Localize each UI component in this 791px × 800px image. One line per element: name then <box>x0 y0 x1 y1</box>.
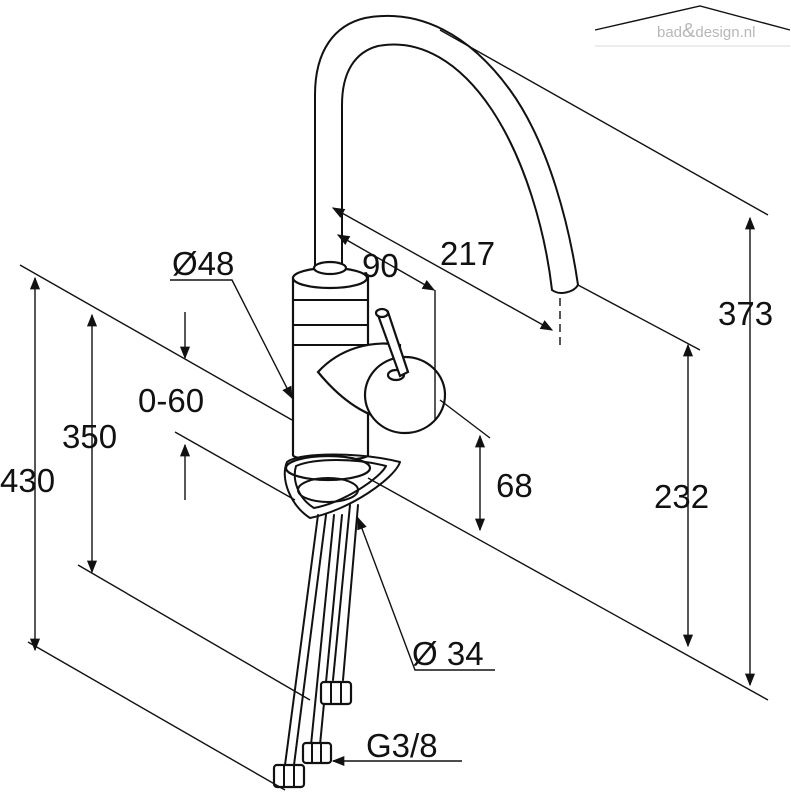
faucet-lever <box>316 307 447 435</box>
faucet-base <box>283 453 401 519</box>
label-hose-length-long: 430 <box>0 462 55 499</box>
label-connection-thread: G3/8 <box>366 727 438 764</box>
label-spout-reach: 217 <box>440 235 495 272</box>
label-deck-thickness: 0-60 <box>138 382 204 419</box>
supply-hoses <box>272 504 359 789</box>
dimension-labels: 217 90 373 232 Ø48 Ø 34 0-60 350 430 68 … <box>0 235 773 764</box>
watermark-brand-left: bad <box>657 24 682 41</box>
watermark-brand-right: design.nl <box>695 24 755 41</box>
watermark-logo: bad&design.nl <box>594 5 791 47</box>
dimension-lines <box>29 207 756 767</box>
label-base-diameter: Ø 34 <box>412 635 484 672</box>
extension-lines <box>19 29 769 791</box>
label-lever-offset: 90 <box>362 247 399 284</box>
label-total-height: 373 <box>718 295 773 332</box>
svg-text:bad&design.nl: bad&design.nl <box>657 20 755 42</box>
label-lever-height: 68 <box>496 467 533 504</box>
watermark-brand-amp: & <box>682 20 696 42</box>
label-body-diameter: Ø48 <box>172 245 234 282</box>
label-hose-length-short: 350 <box>62 418 117 455</box>
label-spout-height: 232 <box>654 478 709 515</box>
